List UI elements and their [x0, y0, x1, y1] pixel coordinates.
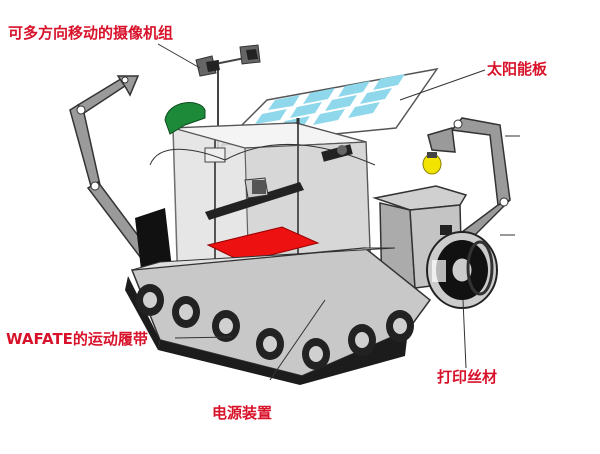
label-solar-panel: 太阳能板 — [487, 60, 548, 78]
print-bed — [206, 226, 320, 263]
camera-mast — [195, 44, 261, 150]
track-wheels — [136, 284, 414, 370]
tracks — [125, 247, 432, 385]
label-camera: 可多方向移动的摄像机组 — [8, 24, 174, 42]
label-filament: 打印丝材 — [437, 368, 498, 386]
leader-lines — [157, 43, 520, 381]
filament-spool — [426, 231, 498, 309]
right-robot-arm — [422, 117, 511, 242]
label-power-supply: 电源装置 — [212, 404, 273, 422]
green-camera — [164, 102, 206, 135]
print-gantry — [205, 144, 353, 220]
rear-panel — [135, 208, 172, 278]
label-tracks: WAFATE的运动履带 — [6, 330, 148, 348]
